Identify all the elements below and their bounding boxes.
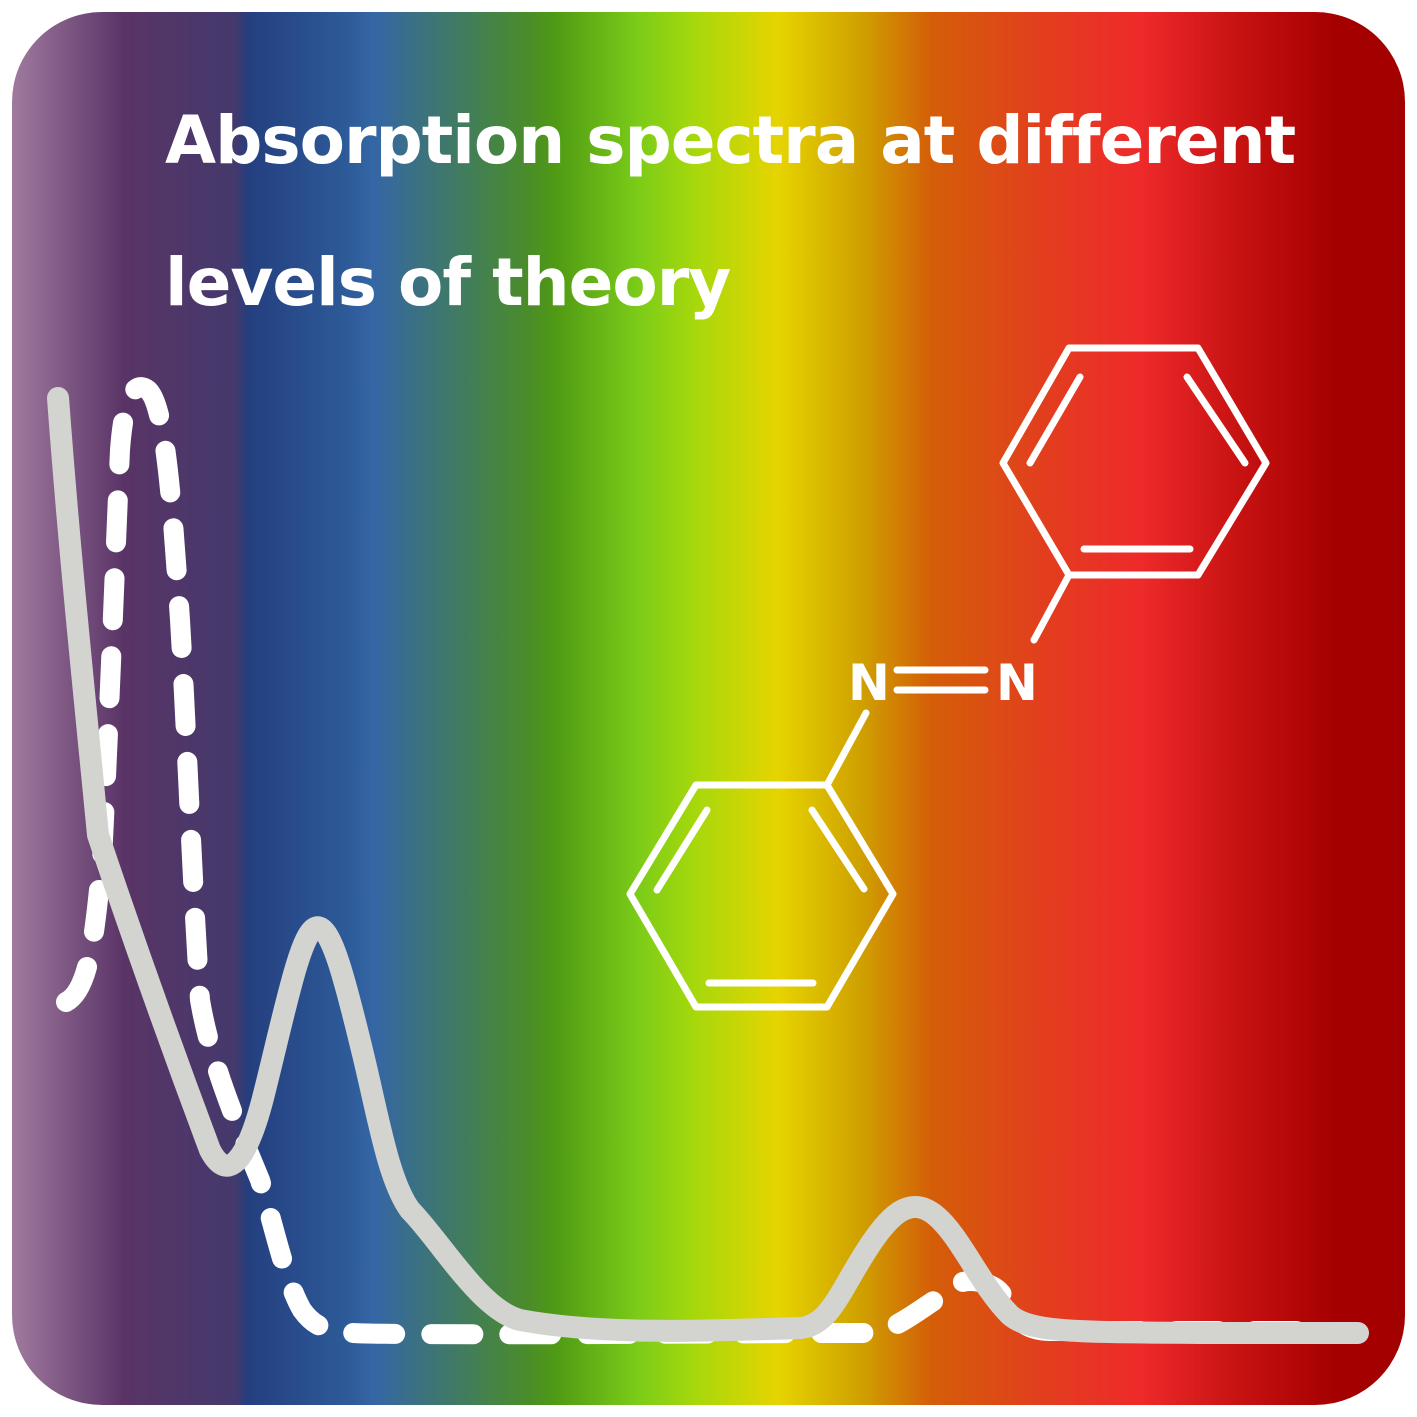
ring-to-n-bond-upper (1030, 571, 1073, 644)
nitrogen-atom-left: N (848, 654, 890, 712)
azobenzene-structure: N N (626, 344, 1270, 1011)
n-to-ring-bond-lower (823, 709, 870, 789)
nitrogen-atom-right: N (996, 654, 1038, 712)
title-line-1: Absorption spectra at different (165, 102, 1296, 179)
upper-ring-double-bond-1 (1183, 373, 1249, 467)
title-line-2: levels of theory (165, 244, 730, 321)
lower-ring-double-bond-3 (653, 806, 711, 894)
lower-ring-double-bond-1 (808, 806, 868, 893)
upper-ring-double-bond-3 (1026, 373, 1084, 467)
spectrum-curve-dashed (56, 377, 1340, 1345)
lower-benzene-ring (626, 781, 897, 1011)
upper-benzene-ring (999, 344, 1270, 579)
spectrum-background (12, 12, 1405, 1405)
spectrum-curve-solid (47, 387, 1369, 1344)
spectra-curves (47, 377, 1369, 1345)
